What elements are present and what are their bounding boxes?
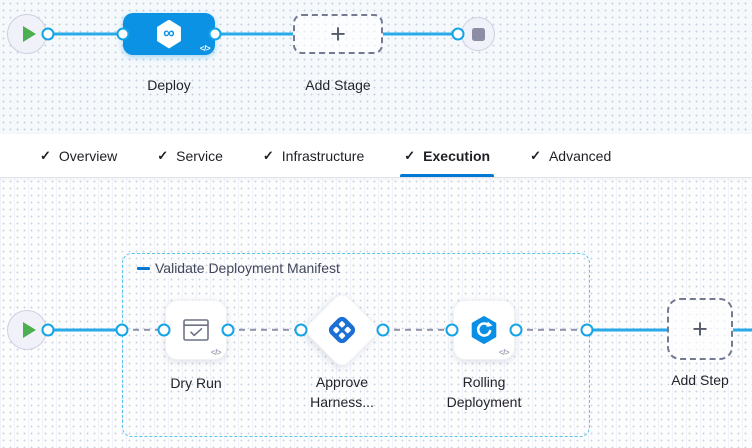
tab-execution[interactable]: ✓ Execution [400, 134, 494, 177]
connector-line-dashed [516, 328, 587, 332]
pipeline-end-node [461, 17, 495, 51]
plus-icon: + [330, 18, 346, 49]
step-node-dry-run[interactable]: </> [165, 300, 227, 360]
tab-label: Execution [423, 147, 491, 164]
execution-canvas [0, 178, 752, 448]
play-icon [22, 26, 36, 42]
connector-port [41, 323, 55, 337]
connector-port [221, 323, 235, 337]
add-stage-label: Add Stage [305, 77, 371, 93]
rolling-deployment-icon [471, 316, 497, 344]
dry-run-window-check-icon [183, 319, 209, 341]
stage-canvas: ∞ </> Deploy + Add Stage [0, 0, 752, 134]
tab-advanced[interactable]: ✓ Advanced [530, 134, 611, 177]
connector-port [208, 27, 222, 41]
check-icon: ✓ [262, 147, 274, 163]
stop-icon [471, 27, 485, 41]
step-label: Approve Harness... [310, 374, 374, 410]
stage-label: Deploy [147, 77, 191, 93]
tab-label: Service [176, 147, 223, 164]
connector-port [116, 27, 130, 41]
add-stage-button[interactable]: + [293, 14, 383, 54]
stage-config-tab-bar: ✓ Overview ✓ Service ✓ Infrastructure ✓ … [0, 134, 752, 178]
check-icon: ✓ [40, 147, 51, 163]
check-icon: ✓ [404, 147, 416, 163]
play-icon [22, 322, 36, 338]
execution-start-node [7, 310, 47, 350]
tab-overview[interactable]: ✓ Overview [40, 134, 117, 177]
code-icon: </> [210, 348, 222, 357]
connector-line [215, 32, 293, 36]
group-label-text: Validate Deployment Manifest [155, 260, 340, 276]
code-icon: </> [199, 44, 211, 53]
harness-approval-icon [328, 316, 356, 344]
step-group-label: Validate Deployment Manifest [137, 260, 340, 276]
connector-line-dashed [122, 328, 164, 332]
step-label: Dry Run [170, 375, 222, 391]
connector-port [376, 323, 390, 337]
connector-port [509, 323, 523, 337]
tab-label: Advanced [548, 147, 612, 164]
add-step-label: Add Step [671, 372, 729, 388]
connector-port [580, 323, 594, 337]
step-node-rolling-deployment[interactable]: </> [453, 300, 515, 360]
connector-port [41, 27, 55, 41]
step-label: Rolling Deployment [446, 374, 522, 410]
harness-stage-icon: ∞ [157, 19, 181, 49]
step-group-container[interactable] [122, 253, 590, 437]
tab-label: Infrastructure [281, 147, 365, 164]
connector-line [590, 328, 667, 332]
pipeline-start-node [7, 14, 47, 54]
connector-port [451, 27, 465, 41]
connector-port [157, 323, 171, 337]
stage-node-deploy[interactable]: ∞ </> [123, 13, 215, 55]
check-icon: ✓ [157, 147, 169, 163]
tab-label: Overview [58, 147, 118, 164]
plus-icon: + [692, 313, 708, 344]
connector-line [48, 328, 122, 332]
connector-port [445, 323, 459, 337]
code-icon: </> [498, 348, 510, 357]
connector-line-dashed [228, 328, 301, 332]
tab-service[interactable]: ✓ Service [157, 134, 223, 177]
check-icon: ✓ [530, 147, 541, 163]
connector-line [733, 328, 752, 332]
harness-logo-glyph: ∞ [163, 25, 175, 42]
tab-infrastructure[interactable]: ✓ Infrastructure [263, 134, 364, 177]
group-collapse-icon[interactable] [137, 266, 150, 270]
connector-port [294, 323, 308, 337]
add-step-button[interactable]: + [667, 298, 733, 360]
connector-port [115, 323, 129, 337]
connector-line [48, 32, 125, 36]
connector-line [383, 32, 458, 36]
connector-line-dashed [383, 328, 452, 332]
